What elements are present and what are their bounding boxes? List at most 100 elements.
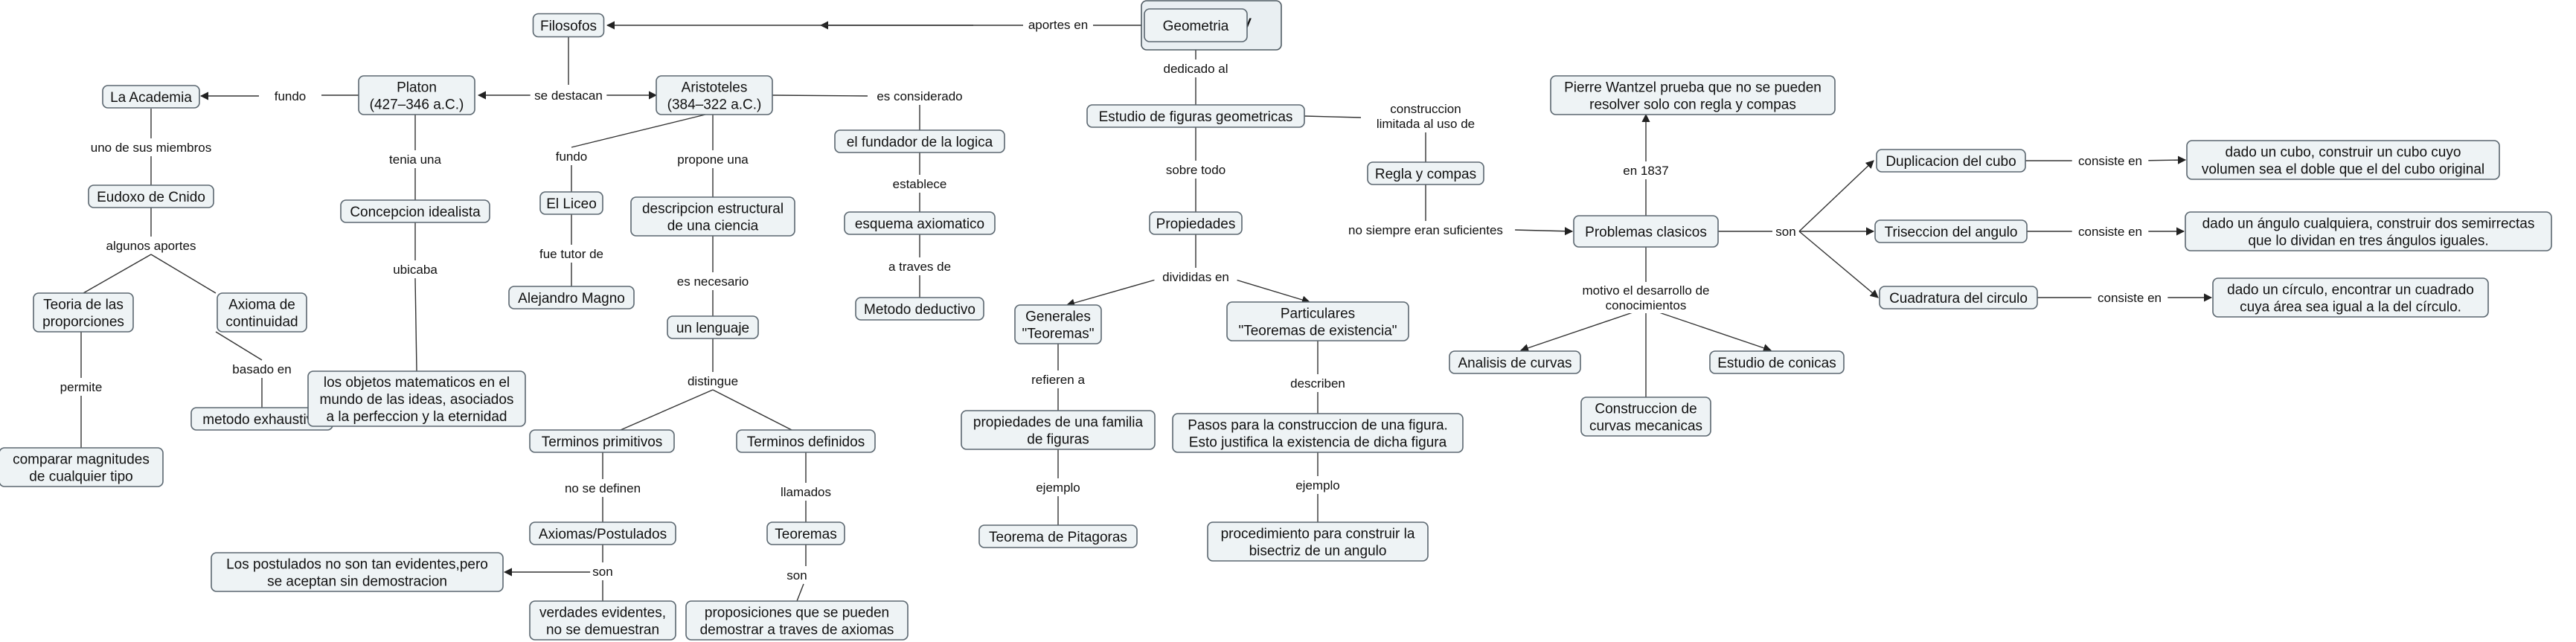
svg-text:Pasos para la construccion de: Pasos para la construccion de una figura… (1188, 418, 1448, 451)
link-label-fue-tutor: fue tutor de (530, 245, 613, 262)
connector-line (571, 114, 706, 148)
node-dado-angulo[interactable]: dado un ángulo cualquiera, construir dos… (2185, 211, 2552, 251)
node-metodo-exh[interactable]: metodo exhaustivo (190, 407, 333, 431)
link-label-propone-una: propone una (674, 151, 752, 167)
svg-text:algunos aportes: algunos aportes (106, 239, 196, 253)
svg-text:tenia una: tenia una (389, 153, 441, 167)
link-label-son-teoremas: son (784, 567, 810, 583)
node-duplicacion[interactable]: Duplicacion del cubo (1876, 149, 2026, 173)
svg-text:un lenguaje: un lenguaje (676, 321, 749, 336)
link-label-basado-en: basado en (230, 361, 294, 377)
node-teoremas[interactable]: Teoremas (766, 521, 845, 545)
node-propiedades[interactable]: Propiedades (1149, 211, 1243, 235)
node-concepcion[interactable]: Concepcion idealista (340, 199, 490, 223)
svg-text:dedicado al: dedicado al (1164, 62, 1228, 76)
node-postulados[interactable]: Los postulados no son tan evidentes,pero… (211, 552, 504, 592)
link-label-consiste-circulo: consiste en (2091, 289, 2168, 306)
connector-line (1066, 277, 1162, 307)
connector-line (1645, 307, 1772, 353)
node-conicas[interactable]: Estudio de conicas (1709, 350, 1845, 374)
svg-text:llamados: llamados (781, 485, 831, 499)
node-eudoxo[interactable]: Eudoxo de Cnido (88, 184, 214, 208)
node-regla[interactable]: Regla y compas (1367, 161, 1484, 185)
node-cuadratura[interactable]: Cuadratura del circulo (1879, 286, 2038, 309)
node-verdades[interactable]: verdades evidentes,no se demuestran (529, 600, 676, 641)
svg-text:ejemplo: ejemplo (1295, 478, 1340, 492)
node-platon[interactable]: Platon(427–346 a.C.) (358, 75, 475, 115)
svg-text:Estudio de conicas: Estudio de conicas (1717, 356, 1836, 371)
svg-text:son: son (1775, 225, 1795, 239)
svg-text:Triseccion del angulo: Triseccion del angulo (1885, 225, 2018, 240)
link-label-ejemplo-part: ejemplo (1292, 477, 1344, 493)
svg-text:fue tutor de: fue tutor de (539, 247, 603, 261)
node-fundador[interactable]: el fundador de la logica (834, 129, 1005, 153)
link-label-ejemplo-gen: ejemplo (1032, 479, 1084, 495)
connector-line (83, 254, 152, 294)
node-curvas[interactable]: Analisis de curvas (1449, 350, 1581, 374)
svg-text:dado un círculo, encontrar un: dado un círculo, encontrar un cuadradocu… (2227, 283, 2474, 315)
link-label-divididas-en: divididas en (1154, 269, 1237, 285)
node-pitagoras[interactable]: Teorema de Pitagoras (978, 524, 1138, 548)
svg-text:Cuadratura del circulo: Cuadratura del circulo (1889, 291, 2028, 306)
node-pasos[interactable]: Pasos para la construccion de una figura… (1172, 413, 1464, 453)
link-label-algunos-aportes: algunos aportes (100, 237, 202, 254)
node-liceo[interactable]: El Liceo (539, 191, 603, 215)
link-label-sobre-todo: sobre todo (1161, 161, 1231, 178)
svg-text:no se definen: no se definen (565, 481, 641, 495)
link-label-fundo-liceo: fundo (552, 148, 591, 164)
svg-text:consiste en: consiste en (2078, 154, 2142, 168)
link-label-son-axiomas: son (590, 563, 615, 580)
svg-text:consiste en: consiste en (2078, 225, 2142, 239)
node-filosofos[interactable]: Filosofos (532, 13, 605, 38)
node-problemas[interactable]: Problemas clasicos (1573, 215, 1719, 248)
node-alejandro[interactable]: Alejandro Magno (508, 286, 635, 309)
svg-text:procedimiento para construir l: procedimiento para construir labisectriz… (1221, 527, 1415, 559)
node-aristoteles[interactable]: Aristoteles(384–322 a.C.) (656, 75, 773, 115)
svg-text:Los postulados no son tan evid: Los postulados no son tan evidentes,pero… (226, 557, 488, 590)
svg-text:en 1837: en 1837 (1623, 164, 1668, 178)
node-axiomas[interactable]: Axiomas/Postulados (529, 521, 676, 545)
svg-text:Pierre Wantzel prueba que no s: Pierre Wantzel prueba que no se puedenre… (1564, 80, 1822, 113)
node-lenguaje[interactable]: un lenguaje (667, 315, 759, 339)
svg-text:propone una: propone una (677, 153, 749, 167)
node-geometria[interactable]: Geometria (1144, 8, 1248, 42)
svg-text:son: son (786, 568, 807, 582)
node-definidos[interactable]: Terminos definidos (736, 429, 876, 453)
svg-text:dado un ángulo cualquiera, con: dado un ángulo cualquiera, construir dos… (2202, 216, 2535, 249)
node-metodo-ded[interactable]: Metodo deductivo (855, 297, 984, 321)
node-primitivos[interactable]: Terminos primitivos (529, 429, 675, 453)
svg-text:sobre todo: sobre todo (1166, 163, 1225, 177)
node-particulares[interactable]: Particulares"Teoremas de existencia" (1226, 301, 1409, 341)
node-academia[interactable]: La Academia (102, 85, 200, 109)
svg-text:Particulares"Teoremas de exist: Particulares"Teoremas de existencia" (1238, 306, 1397, 339)
svg-text:Metodo deductivo: Metodo deductivo (864, 302, 975, 318)
connector-line (414, 277, 417, 372)
svg-text:Teoremas: Teoremas (775, 527, 836, 542)
link-label-consiste-cubo: consiste en (2072, 153, 2149, 169)
svg-text:basado en: basado en (232, 362, 291, 376)
node-esquema[interactable]: esquema axiomatico (844, 211, 996, 235)
node-generales[interactable]: Generales"Teoremas" (1014, 304, 1102, 344)
svg-text:Propiedades: Propiedades (1156, 216, 1236, 232)
link-label-consiste-angulo: consiste en (2072, 223, 2149, 240)
node-triseccion[interactable]: Triseccion del angulo (1874, 219, 2028, 243)
node-estudio[interactable]: Estudio de figuras geometricas (1086, 104, 1305, 128)
